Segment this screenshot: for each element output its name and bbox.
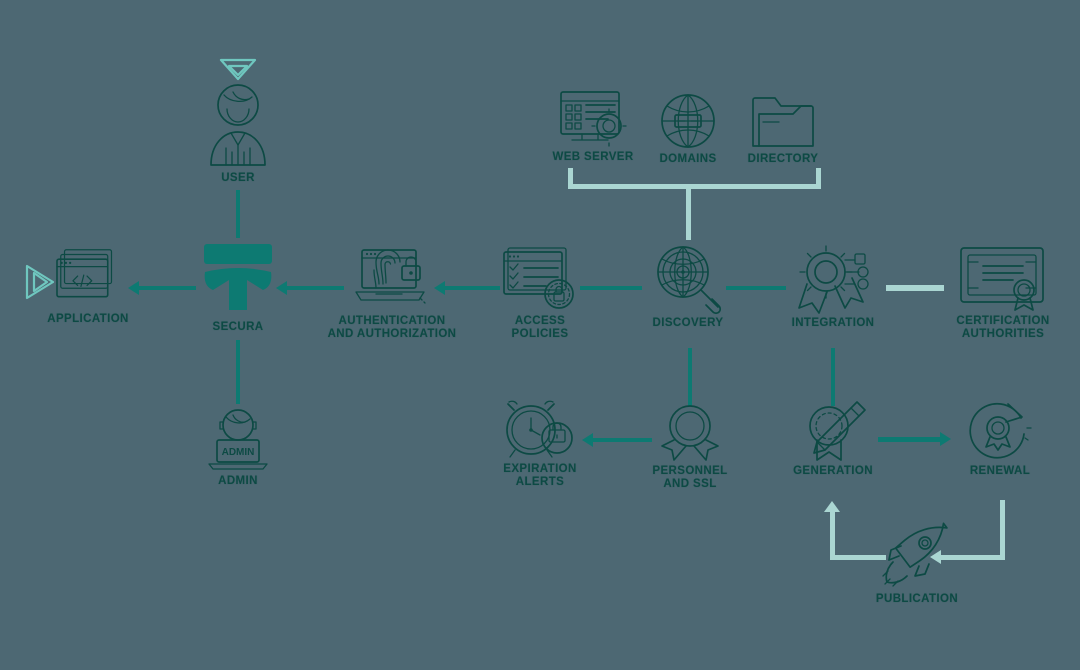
- node-label: ADMIN: [218, 475, 258, 487]
- node-label: WEB SERVER: [552, 151, 634, 163]
- secura-logo-icon: [195, 242, 281, 318]
- connector-discovery-to-personnel: [688, 348, 692, 406]
- connector-bracket-to-discovery: [686, 184, 691, 240]
- node-label: GENERATION: [793, 465, 873, 477]
- node-personnel-ssl[interactable]: PERSONNEL AND SSL: [615, 400, 765, 491]
- node-certification-authorities[interactable]: CERTIFICATION AUTHORITIES: [928, 246, 1078, 341]
- arrow-personnel-to-expiration-alerts: [582, 433, 593, 447]
- arrow-to-application: [128, 281, 139, 295]
- node-play[interactable]: [18, 262, 62, 302]
- connector-integration-to-certification-authorities: [886, 285, 944, 291]
- connector-bracket-left-stub: [568, 168, 573, 188]
- fingerprint-laptop-lock-icon: [354, 246, 430, 312]
- node-label: RENEWAL: [969, 465, 1031, 477]
- admin-laptop-icon: ADMIN: [199, 404, 277, 472]
- node-label: INTEGRATION: [791, 317, 875, 329]
- alarm-clock-certificate-icon: [501, 398, 579, 460]
- connector-secura-to-auth: [282, 286, 344, 290]
- checklist-lock-icon: [502, 246, 578, 312]
- connector-renewal-to-publication: [941, 555, 1005, 560]
- connector-personnel-to-expiration-alerts: [590, 438, 652, 442]
- node-web-server[interactable]: WEB SERVER: [518, 90, 668, 164]
- connector-secura-to-application: [136, 286, 196, 290]
- connector-renewal-down: [1000, 500, 1005, 560]
- node-secura[interactable]: SECURA: [163, 242, 313, 334]
- node-label: APPLICATION: [47, 313, 129, 325]
- refresh-badge-icon: [967, 400, 1033, 462]
- connector-publication-to-generation-horizontal: [830, 555, 886, 560]
- node-renewal[interactable]: RENEWAL: [925, 400, 1075, 478]
- server-gear-icon: [558, 90, 628, 148]
- node-label: SECURA: [212, 321, 264, 333]
- svg-text:ADMIN: ADMIN: [222, 447, 255, 458]
- connector-integration-to-generation: [831, 348, 835, 406]
- node-directory[interactable]: DIRECTORY: [708, 92, 858, 166]
- node-admin[interactable]: ADMIN ADMIN: [163, 404, 313, 488]
- node-label: DOMAINS: [659, 153, 717, 165]
- connector-secura-to-admin: [236, 340, 240, 404]
- globe-icon: [659, 92, 717, 150]
- node-label: AUTHENTICATION AND AUTHORIZATION: [327, 315, 457, 340]
- badge-pencil-icon: [797, 400, 869, 462]
- arrow-generation-to-renewal: [940, 432, 951, 446]
- connector-access-policies-to-discovery: [580, 286, 642, 290]
- node-user[interactable]: USER: [163, 54, 313, 185]
- browser-windows-code-icon: [55, 244, 121, 310]
- connector-user-to-secura: [236, 190, 240, 238]
- node-application[interactable]: APPLICATION: [13, 244, 163, 326]
- node-label: CERTIFICATION AUTHORITIES: [956, 315, 1050, 340]
- user-person-icon: [193, 54, 283, 174]
- node-authentication[interactable]: AUTHENTICATION AND AUTHORIZATION: [317, 246, 467, 341]
- connector-auth-to-access-policies: [442, 286, 500, 290]
- connector-discovery-to-integration: [726, 286, 786, 290]
- arrow-secura-to-auth: [276, 281, 287, 295]
- connector-publication-up: [830, 512, 835, 560]
- node-label: ACCESS POLICIES: [511, 315, 569, 340]
- node-label: DIRECTORY: [747, 153, 819, 165]
- gear-network-badge-icon: [793, 244, 873, 314]
- node-expiration-alerts[interactable]: EXPIRATION ALERTS: [465, 398, 615, 489]
- node-label: USER: [221, 172, 255, 184]
- magnifier-globe-icon: [652, 244, 724, 315]
- award-ribbon-icon: [656, 400, 724, 462]
- arrow-to-publication: [930, 550, 941, 564]
- node-discovery[interactable]: DISCOVERY: [613, 244, 763, 330]
- arrow-auth-to-access-policies: [434, 281, 445, 295]
- connector-bracket-right-stub: [816, 168, 821, 188]
- node-label: EXPIRATION ALERTS: [503, 463, 577, 488]
- node-generation[interactable]: GENERATION: [758, 400, 908, 478]
- node-domains[interactable]: DOMAINS: [613, 92, 763, 166]
- folder-icon: [749, 92, 817, 150]
- node-access-policies[interactable]: ACCESS POLICIES: [465, 246, 615, 341]
- play-triangle-icon: [23, 262, 57, 302]
- node-publication[interactable]: PUBLICATION: [842, 518, 992, 606]
- arrow-publication-to-generation: [824, 501, 840, 512]
- node-label: PERSONNEL AND SSL: [652, 465, 728, 490]
- node-integration[interactable]: INTEGRATION: [758, 244, 908, 330]
- node-label: DISCOVERY: [652, 317, 724, 329]
- connector-generation-to-renewal: [878, 437, 942, 442]
- rocket-icon: [879, 518, 955, 590]
- certificate-seal-icon: [957, 246, 1049, 312]
- node-label: PUBLICATION: [875, 593, 959, 605]
- connector-sources-bracket-horizontal: [568, 184, 821, 189]
